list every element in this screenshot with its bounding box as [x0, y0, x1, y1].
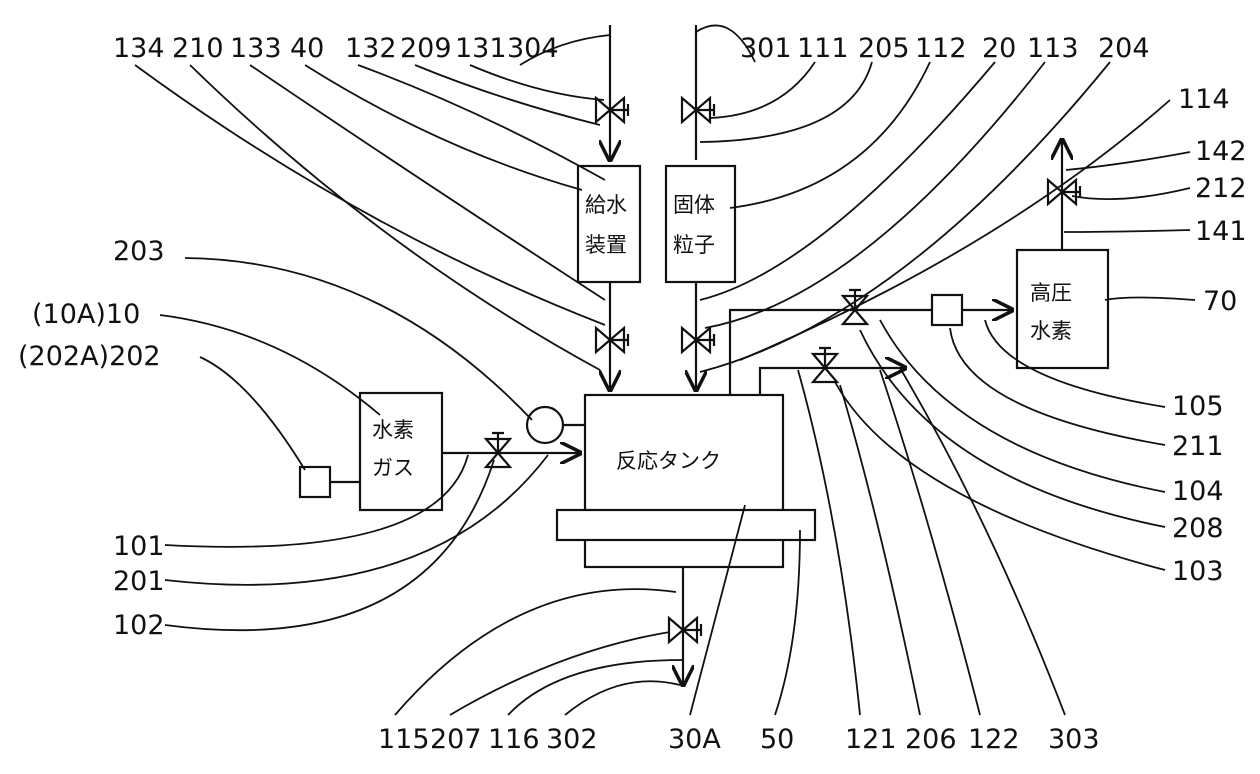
reaction-tank-label: 反応タンク: [616, 449, 721, 473]
reference-label: 204: [1098, 33, 1150, 64]
reference-label: 134: [113, 33, 165, 64]
reference-label: 212: [1195, 173, 1247, 204]
reference-label: 206: [905, 724, 957, 755]
leader-line: [565, 681, 680, 715]
reference-label: 116: [488, 724, 540, 755]
valve-icon: [486, 433, 510, 467]
leader-line: [700, 62, 872, 142]
reaction-tank: [585, 395, 783, 567]
leader-line: [1064, 230, 1190, 232]
reference-label: 112: [915, 33, 967, 64]
reference-label: 210: [172, 33, 224, 64]
reference-label: 50: [760, 724, 794, 755]
valve-icon: [669, 618, 701, 642]
reference-label: 304: [507, 33, 559, 64]
reference-label: 201: [113, 566, 165, 597]
water-supply-label-1: 給水: [585, 193, 627, 217]
hydrogen-gas-label-1: 水素: [372, 418, 414, 442]
valve-icon: [596, 98, 628, 122]
reference-label: 122: [968, 724, 1020, 755]
reference-label: 104: [1172, 476, 1224, 507]
reference-label: 121: [845, 724, 897, 755]
pipes: [330, 25, 1062, 685]
valve-icon: [813, 348, 837, 382]
reference-label: 303: [1048, 724, 1100, 755]
reference-label: 131: [455, 33, 507, 64]
leader-line: [185, 258, 532, 420]
reference-label: 208: [1172, 513, 1224, 544]
hydrogen-gas-box: [360, 393, 442, 510]
leader-line: [835, 382, 1165, 570]
valve-icon: [682, 328, 714, 352]
valve-icon: [596, 328, 628, 352]
leader-line: [710, 62, 815, 118]
leader-line: [250, 65, 605, 300]
solid-particles-label-1: 固体: [673, 193, 715, 217]
leader-line: [160, 315, 380, 415]
high-pressure-hydrogen-label-1: 高圧: [1030, 281, 1072, 305]
heater-plate: [557, 510, 815, 540]
reference-label: (202A)202: [18, 341, 161, 372]
high-pressure-hydrogen-box: [1017, 250, 1108, 368]
reference-label: 133: [230, 33, 282, 64]
reference-label: 70: [1203, 286, 1237, 317]
pressure-gauge-icon: [527, 407, 563, 443]
leader-line: [508, 660, 682, 715]
leader-line: [395, 589, 676, 715]
reference-label: 114: [1178, 84, 1230, 115]
solid-particles-box: [666, 166, 735, 282]
leader-line: [1072, 188, 1190, 199]
sensor-square: [300, 467, 330, 497]
reference-label: 113: [1027, 33, 1079, 64]
reference-label: 209: [400, 33, 452, 64]
reference-label: 132: [345, 33, 397, 64]
leader-line: [900, 368, 1065, 715]
leader-line: [305, 65, 582, 190]
leader-line: [730, 62, 930, 208]
leader-line: [165, 455, 548, 585]
solid-particles-label-2: 粒子: [673, 233, 715, 257]
reference-label: 103: [1172, 556, 1224, 587]
leader-line: [1105, 298, 1195, 301]
water-supply-box: [578, 166, 640, 282]
leader-line: [415, 65, 600, 125]
leader-line: [190, 65, 600, 370]
high-pressure-hydrogen-label-2: 水素: [1030, 319, 1072, 343]
reference-label: 207: [430, 724, 482, 755]
reference-label: 301: [740, 33, 792, 64]
reference-label: 203: [113, 236, 165, 267]
reference-label: 211: [1172, 431, 1224, 462]
valve-icon: [682, 98, 714, 122]
reference-label: 30A: [668, 724, 721, 755]
leader-line: [200, 357, 305, 470]
leader-line: [840, 385, 920, 715]
sensor-square: [932, 295, 962, 325]
hydrogen-gas-label-2: ガス: [372, 456, 414, 480]
reference-label: 111: [797, 33, 849, 64]
leader-line: [1066, 152, 1190, 170]
reference-label: 102: [113, 610, 165, 641]
reference-label: 142: [1195, 136, 1247, 167]
reference-label: 302: [546, 724, 598, 755]
reference-label: 20: [982, 33, 1016, 64]
leader-line: [700, 62, 995, 300]
leader-line: [470, 65, 604, 100]
reference-label: 40: [290, 33, 324, 64]
reference-label: 101: [113, 531, 165, 562]
leader-lines: [135, 25, 1195, 715]
water-supply-label-2: 装置: [585, 233, 627, 257]
reference-label: 141: [1195, 216, 1247, 247]
reference-label: 105: [1172, 391, 1224, 422]
reference-label: 205: [858, 33, 910, 64]
leader-line: [450, 632, 670, 715]
reference-label: 115: [378, 724, 430, 755]
reference-label: (10A)10: [32, 299, 140, 330]
